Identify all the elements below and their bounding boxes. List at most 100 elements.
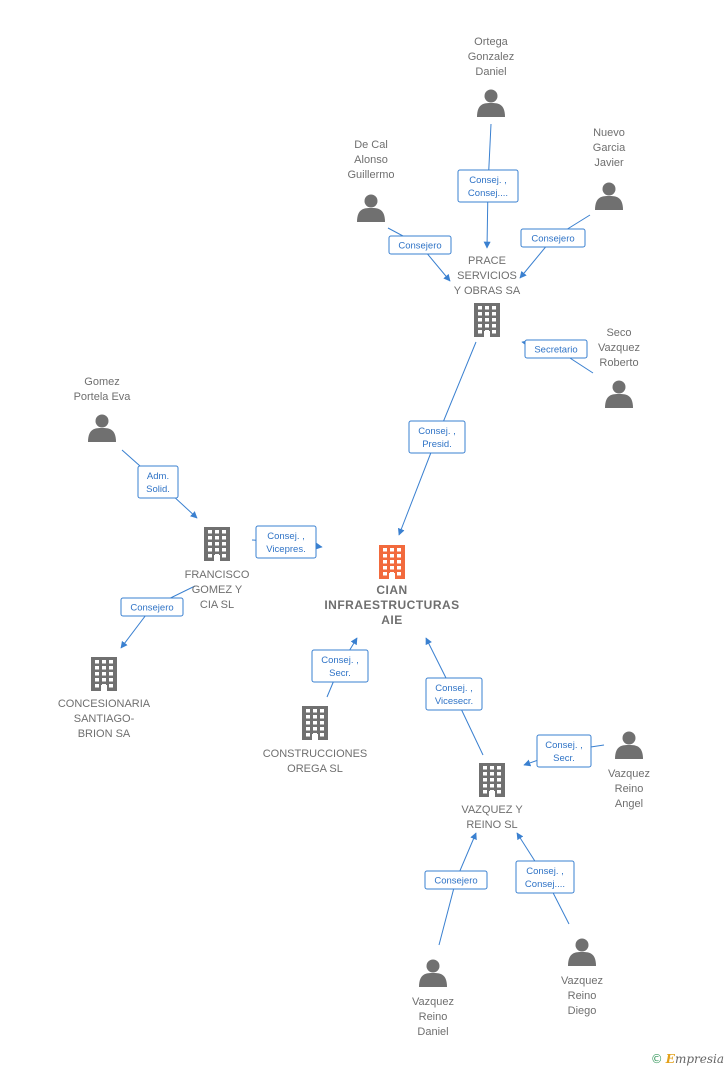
- node-label: Portela Eva: [74, 391, 132, 403]
- node-label: Vazquez: [608, 768, 650, 780]
- node-label: Y OBRAS SA: [454, 285, 521, 297]
- edge-francisco-to-concesionaria: [120, 585, 196, 649]
- building-icon: [302, 706, 328, 740]
- node-label: Daniel: [475, 66, 506, 78]
- building-icon: [204, 527, 230, 561]
- edge-label-text: Consejero: [398, 241, 441, 252]
- edge-label-text: Consej. ,: [321, 655, 359, 666]
- node-label: Angel: [615, 798, 643, 810]
- node-label: BRION SA: [78, 728, 131, 740]
- node-label: Vazquez: [598, 342, 640, 354]
- edge-label-text: Secr.: [553, 753, 575, 764]
- node-label: Guillermo: [347, 169, 394, 181]
- edge-label-text: Consejero: [130, 603, 173, 614]
- node-label: Gomez: [84, 376, 119, 388]
- edge-label-box[interactable]: [425, 677, 483, 711]
- brand-name: mpresia: [674, 1052, 724, 1066]
- node-label: Vazquez: [561, 975, 603, 987]
- edge-label-text: Consej. ,: [469, 175, 507, 186]
- brand-initial: E: [665, 1052, 675, 1066]
- node-label: INFRAESTRUCTURAS: [324, 598, 459, 612]
- edge-label-text: Solid.: [146, 484, 170, 495]
- edge-label-text: Consej....: [468, 188, 508, 199]
- edge-label-seco-to-prace[interactable]: Secretario: [524, 339, 588, 359]
- node-label: Vazquez: [412, 996, 454, 1008]
- node-label: Reino: [615, 783, 644, 795]
- person-icon: [605, 380, 633, 408]
- edge-label-text: Secretario: [534, 345, 577, 356]
- node-label: Reino: [419, 1011, 448, 1023]
- edge-label-box[interactable]: [520, 228, 586, 248]
- edge-label-text: Vicepres.: [266, 544, 305, 555]
- edge-label-text: Presid.: [422, 439, 452, 450]
- building-icon: [474, 303, 500, 337]
- person-icon: [615, 731, 643, 759]
- edge-label-gomez-to-francisco[interactable]: Adm. Solid.: [137, 465, 179, 499]
- edge-label-diego-to-vazquezreino[interactable]: Consej. ,Consej....: [515, 860, 575, 894]
- edge-label-decal-to-prace[interactable]: Consejero: [388, 235, 452, 255]
- brand-watermark: ©Empresia: [651, 1052, 724, 1066]
- node-label: SERVICIOS: [457, 270, 517, 282]
- edge-label-box[interactable]: [457, 169, 519, 203]
- person-icon: [88, 414, 116, 442]
- edge-label-text: Adm.: [147, 471, 169, 482]
- node-label: Seco: [606, 327, 631, 339]
- node-label: AIE: [381, 613, 403, 627]
- building-icon: [479, 763, 505, 797]
- node-label: VAZQUEZ Y: [461, 804, 523, 816]
- edge-label-text: Consej. ,: [435, 683, 473, 694]
- edge-label-text: Consej. ,: [267, 531, 305, 542]
- edge-label-box[interactable]: [536, 734, 592, 768]
- person-icon: [595, 182, 623, 210]
- edge-label-francisco-to-concesionaria[interactable]: Consejero: [120, 597, 184, 617]
- node-label: PRACE: [468, 255, 506, 267]
- edge-label-text: Secr.: [329, 668, 351, 679]
- edge-label-text: Consej. ,: [418, 426, 456, 437]
- person-icon: [357, 194, 385, 222]
- edge-label-francisco-to-cian[interactable]: Consej. , Vicepres.: [255, 525, 317, 559]
- edge-label-daniel-to-vazquezreino[interactable]: Consejero: [424, 870, 488, 890]
- edge-label-text: Vicesecr.: [435, 696, 473, 707]
- edge-label-box[interactable]: [120, 597, 184, 617]
- edge-label-vazquezreino-to-cian[interactable]: Consej. , Vicesecr.: [425, 677, 483, 711]
- edge-label-angel-to-vazquezreino[interactable]: Consej. ,Secr.: [536, 734, 592, 768]
- node-label: CONSTRUCCIONES: [263, 748, 368, 760]
- edge-label-text: Consejero: [531, 234, 574, 245]
- node-label: Gonzalez: [468, 51, 514, 63]
- node-label: CIAN: [376, 583, 407, 597]
- edge-label-box[interactable]: [424, 870, 488, 890]
- edge-label-construcciones-to-cian[interactable]: Consej. , Secr.: [311, 649, 369, 683]
- node-label: Alonso: [354, 154, 388, 166]
- edge-label-ortega-to-prace[interactable]: Consej. , Consej....: [457, 169, 519, 203]
- edge-label-prace-to-cian[interactable]: Consej. , Presid.: [408, 420, 466, 454]
- edge-label-box[interactable]: [408, 420, 466, 454]
- edge-label-box[interactable]: [137, 465, 179, 499]
- edge-label-text: Consej. ,: [526, 866, 564, 877]
- edge-label-box[interactable]: [255, 525, 317, 559]
- edge-label-box[interactable]: [515, 860, 575, 894]
- node-prace[interactable]: PRACE SERVICIOS Y OBRAS SA: [454, 255, 521, 337]
- building-icon: [379, 545, 405, 579]
- node-label: SANTIAGO-: [74, 713, 135, 725]
- edge-label-box[interactable]: [311, 649, 369, 683]
- edge-label-box[interactable]: [524, 339, 588, 359]
- edge-label-box[interactable]: [388, 235, 452, 255]
- node-label: Daniel: [417, 1026, 448, 1038]
- edge-label-nuevo-to-prace[interactable]: Consejero: [520, 228, 586, 248]
- node-label: Javier: [594, 157, 624, 169]
- node-label: Ortega: [474, 36, 509, 48]
